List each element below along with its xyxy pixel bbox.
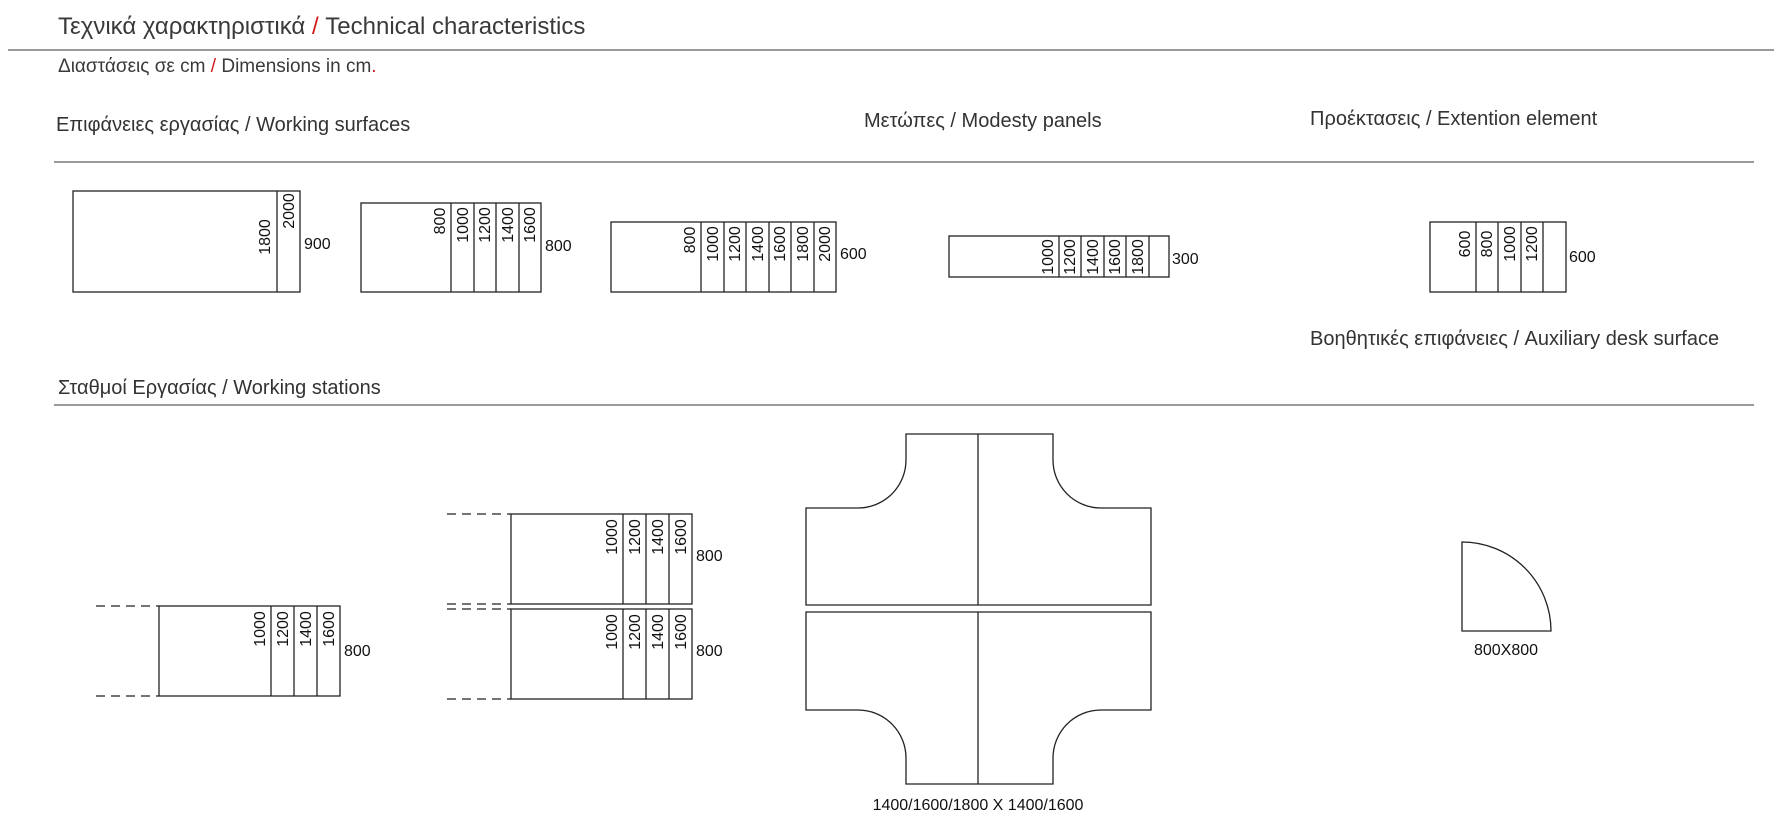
length-label: 1000 [252,611,269,647]
length-label: 2000 [817,226,834,262]
length-label: 1200 [275,611,292,647]
length-label: 1200 [627,614,644,650]
length-label: 1600 [522,207,539,243]
length-label: 1600 [321,611,338,647]
length-label: 1000 [604,519,621,555]
station-2-lower-depth: 800 [696,643,723,660]
length-label: 1000 [1040,239,1057,275]
length-label: 1200 [1524,226,1541,262]
modesty-lengths: 1000 1200 1400 1600 1800 [1040,239,1147,275]
length-label: 1600 [673,519,690,555]
subtitle-english: Dimensions in cm [216,56,372,77]
length-label: 1200 [1062,239,1079,275]
length-label: 800 [1479,231,1496,258]
length-label: 1400 [1085,239,1102,275]
modesty-depth: 300 [1172,251,1199,268]
cluster-upper-outline [805,433,1152,606]
title-english: Technical characteristics [318,13,586,40]
title-greek: Τεχνικά χαρακτηριστικά [58,13,306,40]
length-label: 1200 [477,207,494,243]
heading-working-surfaces: Επιφάνειες εργασίας / Working surfaces [56,114,411,136]
length-label: 1800 [1130,239,1147,275]
length-label: 2000 [281,193,298,229]
length-label: 1200 [727,226,744,262]
length-label: 1400 [500,207,517,243]
length-label: 1400 [650,614,667,650]
auxiliary-dimension-label: 800X800 [1474,642,1538,659]
length-label: 1800 [257,219,274,255]
length-label: 1200 [627,519,644,555]
station-1-lengths: 1000 1200 1400 1600 [252,611,338,647]
surfaces-rule [54,161,1754,163]
surface-2-depth: 800 [545,238,572,255]
length-label: 800 [432,208,449,235]
extension-depth: 600 [1569,249,1596,266]
station-2-upper-outline [510,513,693,605]
length-label: 1400 [750,226,767,262]
auxiliary-quarter-circle [1461,541,1552,632]
surface-1-outline [72,190,301,293]
page-title: Τεχνικά χαρακτηριστικά / Technical chara… [58,13,585,41]
heading-modesty-panels: Μετώπες / Modesty panels [864,110,1102,132]
length-label: 1600 [673,614,690,650]
surface-1-depth: 900 [304,236,331,253]
station-2-upper-depth: 800 [696,548,723,565]
length-label: 1000 [604,614,621,650]
stations-rule [54,404,1754,406]
station-1-depth: 800 [344,643,371,660]
length-label: 1600 [1107,239,1124,275]
station-2-lower-lengths: 1000 1200 1400 1600 [604,614,690,650]
length-label: 1400 [650,519,667,555]
length-label: 1600 [772,226,789,262]
length-label: 600 [1457,231,1474,258]
length-label: 1800 [795,226,812,262]
subtitle-greek: Διαστάσεις σε cm [58,56,206,77]
extension-lengths: 600 800 1000 1200 [1457,226,1541,262]
heading-working-stations: Σταθμοί Εργασίας / Working stations [58,377,381,399]
title-separator: / [311,13,319,40]
length-label: 1400 [298,611,315,647]
surface-3-lengths: 800 1000 1200 1400 1600 1800 2000 [682,226,834,262]
station-1-outline [158,605,341,697]
cluster-dimension-label: 1400/1600/1800 X 1400/1600 [873,797,1084,814]
subtitle-dot: . [371,56,377,77]
cluster-lower-outline [805,611,1152,785]
station-2-lower-outline [510,608,693,700]
subtitle-separator: / [210,56,217,77]
station-2-upper-lengths: 1000 1200 1400 1600 [604,519,690,555]
heading-extension-element: Προέκτασεις / Extention element [1310,108,1598,130]
heading-auxiliary-surface: Βοηθητικές επιφάνειες / Auxiliary desk s… [1310,328,1720,350]
length-label: 1000 [455,207,472,243]
length-label: 1000 [705,226,722,262]
surface-2-lengths: 800 1000 1200 1400 1600 [432,207,539,243]
title-rule [8,49,1774,51]
length-label: 1000 [1502,226,1519,262]
length-label: 800 [682,227,699,254]
surface-3-depth: 600 [840,246,867,263]
page-subtitle: Διαστάσεις σε cm / Dimensions in cm. [58,56,377,78]
surface-1-lengths: 1800 2000 [257,193,298,255]
